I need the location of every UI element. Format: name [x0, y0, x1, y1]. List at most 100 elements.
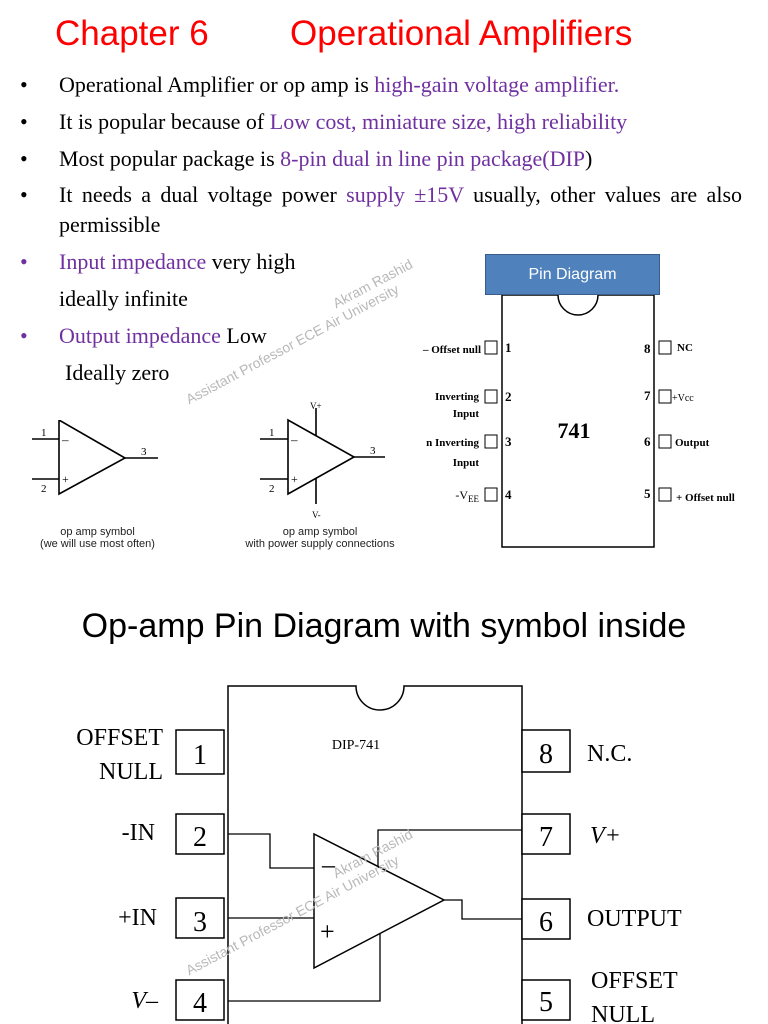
bullet-highlight: Low cost, miniature size, high reliabili…	[269, 109, 628, 134]
svg-text:3: 3	[141, 446, 147, 458]
symbol2-caption-sub: with power supply connections	[245, 538, 395, 550]
dip-left-pin-1: 1 OFFSET NULL	[76, 725, 225, 785]
dip-left-pin-2: 2 -IN	[122, 813, 225, 855]
svg-text:Inverting: Inverting	[435, 391, 480, 403]
svg-text:+: +	[62, 472, 69, 486]
bullet-text: Operational Amplifier or op amp is	[59, 72, 375, 97]
svg-text:OFFSET: OFFSET	[76, 725, 163, 751]
dip-right-pin-5: 5 OFFSET NULL	[521, 968, 678, 1024]
bullet-highlight: high-gain voltage amplifier.	[374, 72, 620, 97]
bullet-highlight: supply ±15V	[346, 182, 464, 207]
right-pin-5: 5 + Offset null	[644, 486, 735, 504]
svg-text:8: 8	[644, 341, 651, 356]
svg-text:5: 5	[644, 486, 651, 501]
dip-right-pin-7: 7 V+	[521, 813, 621, 855]
chapter-title: Operational Amplifiers	[290, 14, 633, 53]
bullet-text: It needs a dual voltage power	[59, 182, 347, 207]
bullet-dot: •	[20, 146, 28, 171]
svg-text:1: 1	[193, 740, 207, 771]
svg-text:– Offset null: – Offset null	[422, 344, 481, 356]
chapter-label: Chapter 6	[55, 14, 209, 53]
svg-text:-IN: -IN	[122, 820, 155, 846]
opamp-symbol-power: – + 1 2 3 V+ V-	[260, 401, 385, 520]
svg-text:5: 5	[539, 987, 553, 1018]
right-pin-8: 8 NC	[644, 340, 693, 356]
bullet-text: very high	[206, 249, 296, 274]
bullet-text: Ideally zero	[65, 360, 170, 385]
svg-text:Input: Input	[453, 408, 480, 420]
chip-name: DIP-741	[332, 738, 380, 753]
svg-text:–: –	[61, 432, 69, 447]
pin-diagram-title: Pin Diagram	[485, 254, 660, 295]
svg-text:7: 7	[539, 822, 553, 853]
svg-text:3: 3	[193, 907, 207, 938]
svg-text:+: +	[291, 472, 298, 486]
svg-text:N.C.: N.C.	[587, 741, 632, 767]
svg-text:2: 2	[41, 483, 47, 495]
section-title: Op-amp Pin Diagram with symbol inside	[81, 607, 687, 645]
dip-left-pin-3: 3 +IN	[118, 897, 225, 939]
svg-text:NULL: NULL	[591, 1002, 655, 1024]
bullet-text: ideally infinite	[59, 286, 188, 311]
slide-title: Chapter 6 Operational Amplifiers	[55, 14, 755, 66]
svg-text:6: 6	[644, 434, 651, 449]
svg-text:Input: Input	[453, 457, 480, 469]
right-pin-6: 6 Output	[644, 434, 710, 449]
svg-text:4: 4	[505, 487, 512, 502]
svg-text:V–: V–	[131, 988, 159, 1014]
svg-text:1: 1	[269, 427, 275, 439]
chip-label: 741	[558, 418, 591, 443]
left-pin-2: 2 Inverting Input	[435, 389, 512, 420]
dip-right-pin-6: 6 OUTPUT	[521, 898, 682, 940]
svg-text:7: 7	[644, 388, 651, 403]
svg-text:6: 6	[539, 907, 553, 938]
symbol2-caption: op amp symbol	[282, 526, 358, 538]
svg-text:NC: NC	[677, 342, 693, 354]
symbol1-caption-sub: (we will use most often)	[40, 538, 155, 550]
bullet-highlight: 8-pin dual in line pin package(DIP	[280, 146, 586, 171]
bullet-dot: •	[20, 249, 28, 274]
noninverting-sign: +	[320, 917, 335, 946]
svg-text:–: –	[290, 432, 298, 447]
bullet-text: It is popular because of	[59, 109, 270, 134]
bullet-dot: •	[20, 323, 28, 348]
opamp-symbol-basic: – + 1 2 3	[32, 420, 158, 496]
svg-text:+Vcc: +Vcc	[672, 393, 694, 404]
bullet-dot: •	[20, 182, 28, 207]
svg-text:1: 1	[41, 427, 47, 439]
inverting-sign: –	[321, 850, 336, 879]
svg-text:8: 8	[539, 739, 553, 770]
svg-text:2: 2	[193, 822, 207, 853]
svg-text:NULL: NULL	[99, 759, 163, 785]
left-pin-1: 1 – Offset null	[422, 340, 512, 356]
pin-diagram-741: 741 1 – Offset null 2 Inverting Input 3 …	[422, 295, 735, 548]
dip741-diagram: DIP-741 1 OFFSET NULL 2 -IN 3 +IN 4 V– 8…	[76, 685, 682, 1024]
svg-text:V-: V-	[312, 510, 321, 520]
dip-left-pin-4: 4 V–	[131, 979, 225, 1021]
bullet-dot: •	[20, 72, 28, 97]
svg-text:V+: V+	[590, 823, 621, 849]
svg-text:2: 2	[269, 483, 275, 495]
bullet-text: usually, other values are also permissib…	[59, 182, 743, 237]
bullet-dot: •	[20, 109, 28, 134]
svg-text:4: 4	[193, 988, 207, 1019]
svg-text:2: 2	[505, 389, 512, 404]
svg-text:3: 3	[505, 434, 512, 449]
svg-text:Output: Output	[675, 437, 710, 449]
svg-text:3: 3	[370, 445, 376, 457]
dip-right-pin-8: 8 N.C.	[521, 729, 632, 773]
svg-text:n Inverting: n Inverting	[426, 437, 479, 449]
svg-text:OUTPUT: OUTPUT	[587, 906, 682, 932]
bullet-text: Most popular package is	[59, 146, 281, 171]
svg-text:+ Offset null: + Offset null	[676, 492, 735, 504]
bullet-text: Low	[220, 323, 267, 348]
svg-text:V+: V+	[310, 401, 322, 411]
bullet-highlight: Input impedance	[59, 249, 207, 274]
bullet-highlight: Output impedance	[59, 323, 221, 348]
svg-text:OFFSET: OFFSET	[591, 968, 678, 994]
svg-text:1: 1	[505, 340, 512, 355]
bullet-text: )	[585, 146, 593, 171]
svg-text:+IN: +IN	[118, 905, 157, 931]
symbol1-caption: op amp symbol	[60, 526, 135, 538]
right-pin-7: 7 +Vcc	[644, 388, 694, 404]
